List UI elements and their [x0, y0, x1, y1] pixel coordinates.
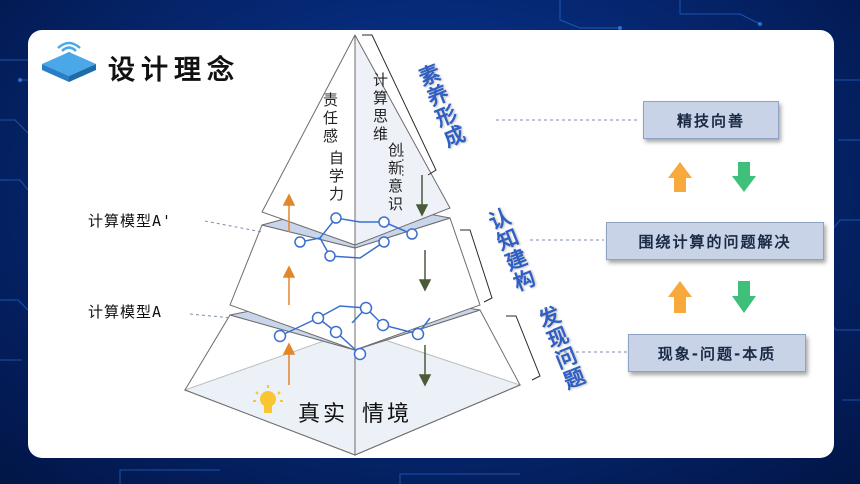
down-arrow-icon-1	[732, 162, 756, 192]
page-title: 设计理念	[108, 55, 240, 86]
label-ellipsis: ……	[399, 150, 413, 180]
label-situation: 情境	[362, 402, 413, 427]
cloud-network-icon	[38, 36, 100, 86]
label-innovation: 创新意识	[386, 142, 404, 214]
box-problem-solving: 围绕计算的问题解决	[606, 222, 824, 260]
lightbulb-icon	[253, 385, 283, 413]
down-arrow-icon-2	[732, 281, 756, 313]
label-model-a-prime: 计算模型A'	[88, 212, 173, 230]
label-model-a: 计算模型A	[88, 303, 163, 321]
label-real: 真实	[298, 402, 349, 427]
box-skill-for-good: 精技向善	[643, 101, 779, 139]
box-phenomenon-essence: 现象-问题-本质	[628, 334, 806, 372]
up-arrow-icon-2	[668, 281, 692, 313]
up-arrow-icon-1	[668, 162, 692, 192]
label-self-learning: 自学力	[327, 150, 345, 204]
label-responsibility: 责任感	[321, 92, 339, 146]
label-computational-thinking: 计算思维	[371, 72, 389, 144]
pyramid-top-left-face	[261, 34, 356, 246]
